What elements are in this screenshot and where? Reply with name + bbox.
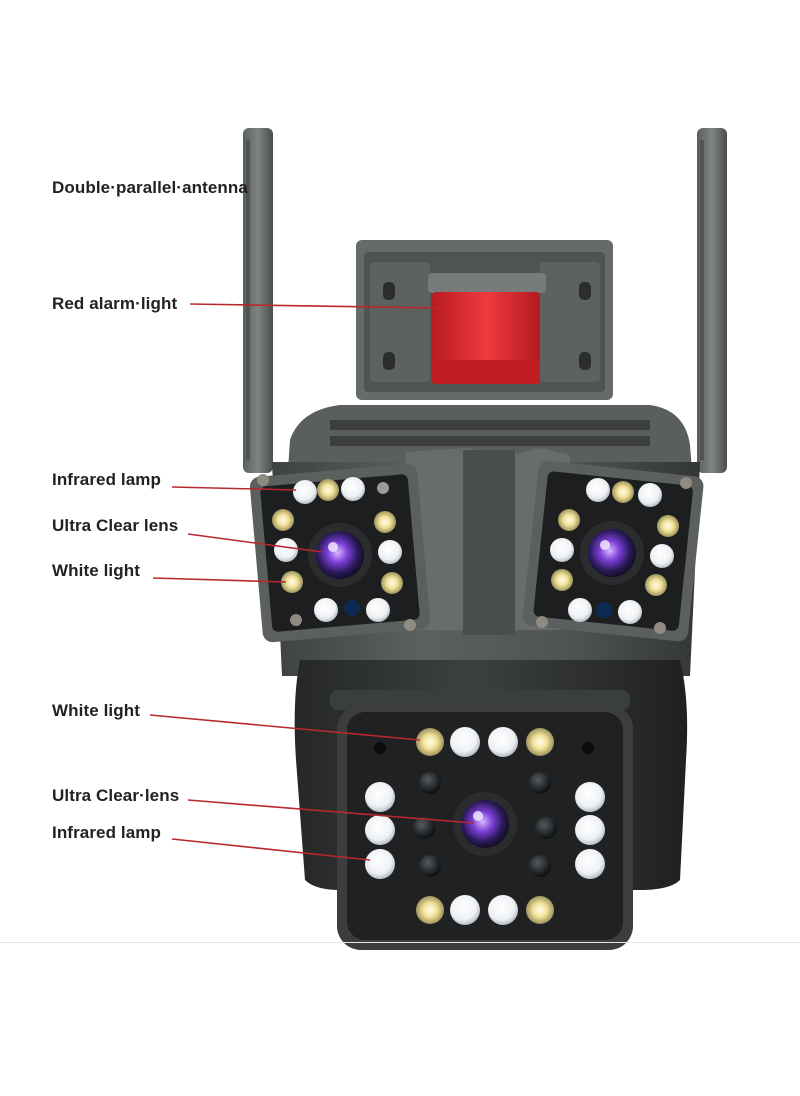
leader-alarm [189, 303, 439, 309]
label-double-parallel-antenna: Double·parallel·antenna [52, 178, 248, 197]
right-module-leds [536, 477, 692, 634]
label-ultra-clear-lens-top: Ultra Clear lens [52, 516, 179, 535]
lower-lens [453, 792, 517, 856]
label-ultra-clear-lens-bottom: Ultra Clear·lens [52, 786, 180, 805]
antenna-left [243, 128, 273, 473]
left-module-lens [308, 523, 372, 587]
left-module-leds [257, 474, 416, 631]
leader-white-top [152, 577, 287, 583]
antenna-right [697, 128, 727, 473]
label-infrared-lamp-bottom: Infrared lamp [52, 823, 161, 842]
label-white-light-top: White light [52, 561, 140, 580]
leader-lines [149, 303, 475, 861]
label-infrared-lamp-top: Infrared lamp [52, 470, 161, 489]
leader-infrared-bottom [171, 838, 371, 861]
red-alarm-light [428, 273, 546, 384]
leader-lens-top [187, 533, 323, 553]
right-module-lens [580, 521, 644, 585]
lower-infrared-lamps [413, 772, 557, 877]
leader-white-bottom [149, 714, 421, 741]
label-red-alarm-light: Red alarm·light [52, 294, 178, 313]
leader-infrared-top [171, 486, 297, 491]
lower-leds [365, 727, 605, 925]
divider [0, 942, 800, 943]
label-white-light-bottom: White light [52, 701, 140, 720]
leader-lens-bottom [187, 799, 475, 824]
